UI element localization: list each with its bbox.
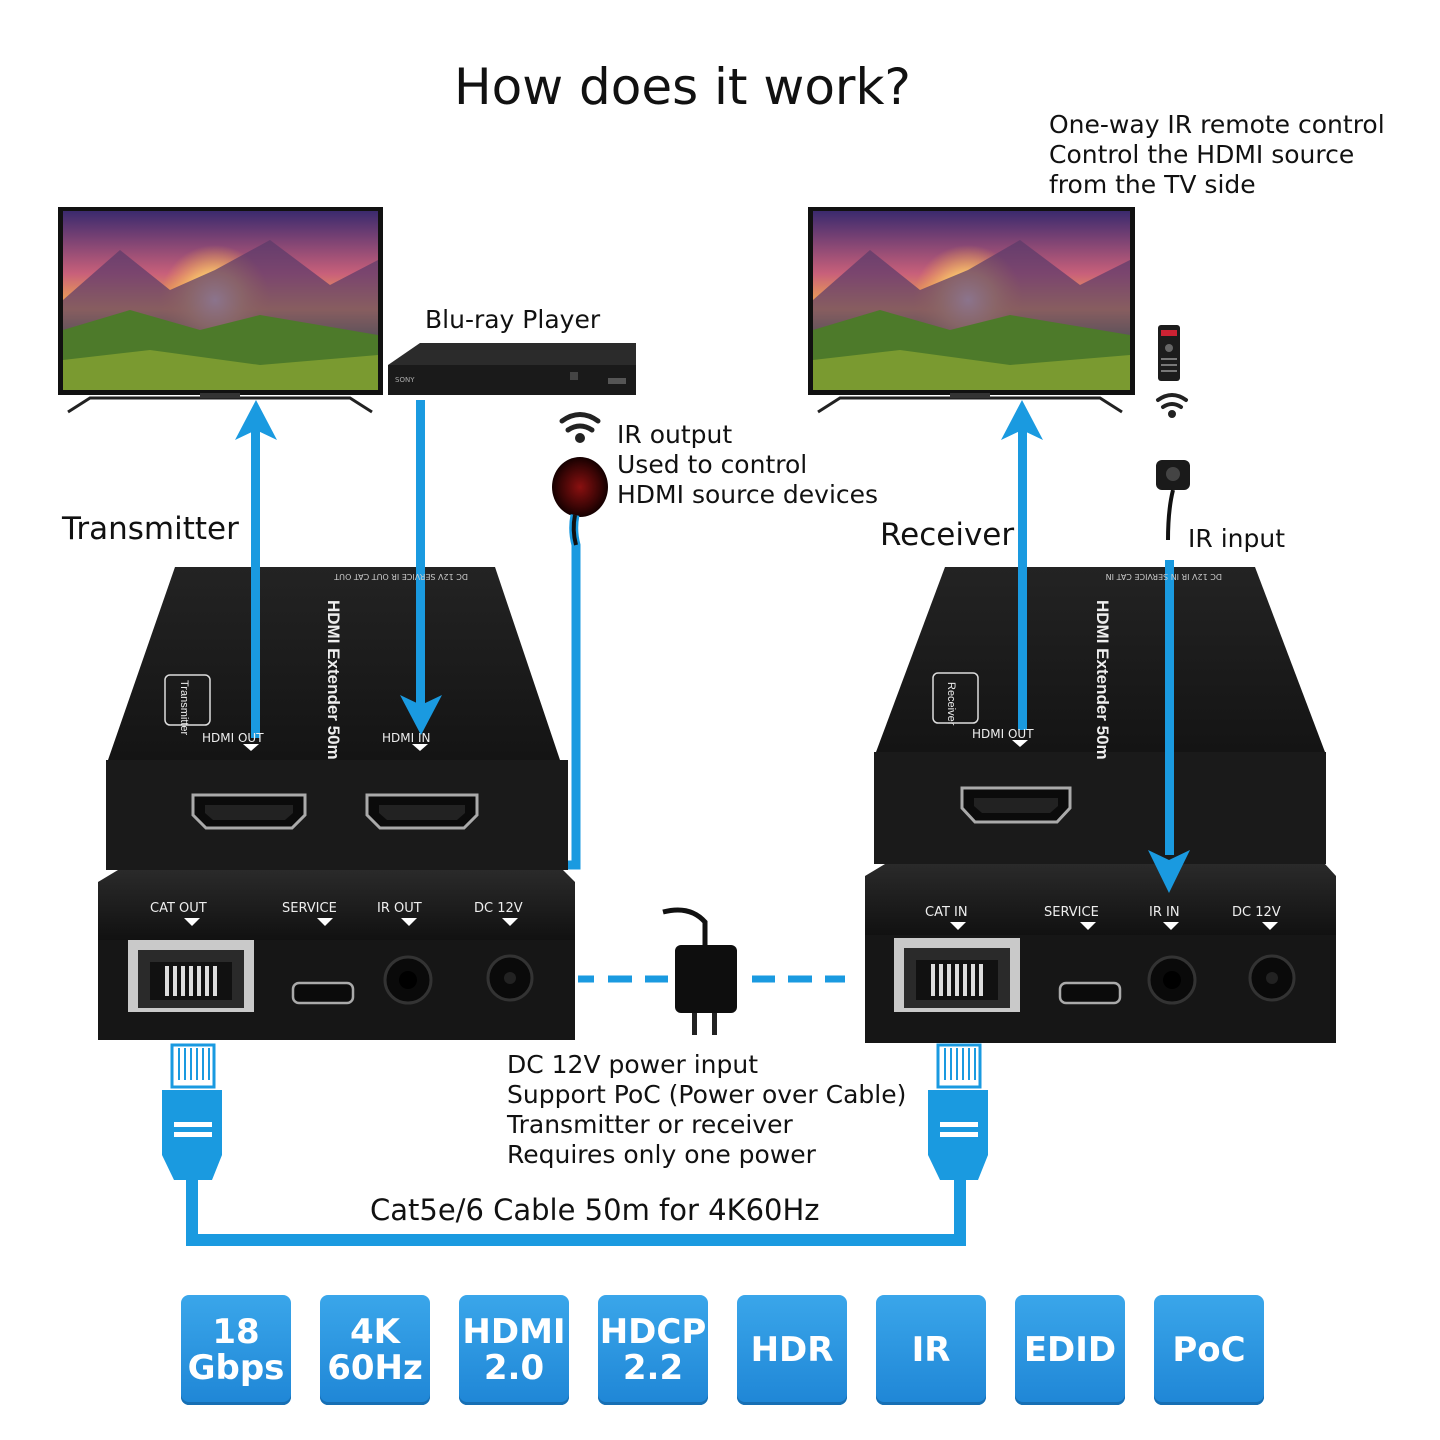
power-line-3: Transmitter or receiver <box>507 1110 793 1139</box>
badge-hdmi20-line2: 2.0 <box>483 1348 545 1388</box>
badge-edid: EDID <box>1015 1295 1125 1405</box>
ir-remote-caption: One-way IR remote control Control the HD… <box>1049 110 1385 200</box>
tx-port-ir-out: IR OUT <box>377 901 422 916</box>
page-title: How does it work? <box>454 58 911 116</box>
rj45-plug-icon-left <box>162 1043 222 1180</box>
tx-port-cat-out: CAT OUT <box>150 901 207 916</box>
tx-port-service: SERVICE <box>282 901 337 916</box>
badge-hdr-line1: HDR <box>750 1330 834 1370</box>
badge-hdmi20-line1: HDMI <box>462 1312 566 1352</box>
tv-left <box>58 207 383 414</box>
badge-hdcp22-line2: 2.2 <box>622 1348 684 1388</box>
transmitter-label: Transmitter <box>62 511 239 547</box>
badge-18gbps-line1: 18 <box>212 1312 260 1352</box>
badge-edid-line1: EDID <box>1023 1330 1117 1370</box>
tx-port-hdmi-in: HDMI IN <box>382 731 431 745</box>
remote-control-icon <box>1158 325 1180 381</box>
badge-4k60hz-line1: 4K <box>349 1312 400 1352</box>
ir-receiver-sensor-icon <box>1156 460 1190 541</box>
rx-tag-text: Receiver <box>945 682 957 726</box>
rx-port-dc: DC 12V <box>1232 905 1281 920</box>
cat-cable <box>186 1180 966 1246</box>
receiver-device <box>865 567 1336 1043</box>
power-adapter-icon <box>662 907 737 1035</box>
player-brand: SONY <box>395 376 415 384</box>
ir-output-caption: IR output Used to control HDMI source de… <box>617 420 878 510</box>
badge-poc: PoC <box>1154 1295 1264 1405</box>
rj45-plug-icon-right <box>928 1043 988 1180</box>
ir-output-line-2: Used to control <box>617 450 808 479</box>
tx-tag-text: Transmitter <box>178 680 190 736</box>
blu-ray-player: SONY <box>388 343 636 395</box>
ir-remote-line-3: from the TV side <box>1049 170 1256 199</box>
blu-ray-label: Blu-ray Player <box>425 305 601 334</box>
rx-model-text: HDMI Extender 50m <box>1093 600 1112 760</box>
rx-rear-label: DC 12V IR IN SERVICE CAT IN <box>1106 572 1222 581</box>
signal-arrows <box>235 400 1190 893</box>
badge-ir-line1: IR <box>911 1330 951 1370</box>
power-line-2: Support PoC (Power over Cable) <box>507 1080 907 1109</box>
tx-model-text: HDMI Extender 50m <box>324 600 343 760</box>
tx-rear-label: DC 12V SERVICE IR OUT CAT OUT <box>334 572 468 581</box>
cable-label: Cat5e/6 Cable 50m for 4K60Hz <box>370 1193 820 1227</box>
wireless-signal-icon-remote <box>1156 393 1188 418</box>
power-caption: DC 12V power input Support PoC (Power ov… <box>507 1050 906 1170</box>
ir-emitter-icon <box>403 457 608 895</box>
rx-port-hdmi-out: HDMI OUT <box>972 727 1034 741</box>
ir-output-line-3: HDMI source devices <box>617 480 879 509</box>
tv-right <box>808 207 1135 414</box>
ir-remote-line-1: One-way IR remote control <box>1049 110 1385 139</box>
ir-remote-line-2: Control the HDMI source <box>1049 140 1355 169</box>
power-line-1: DC 12V power input <box>507 1050 759 1079</box>
tx-port-dc: DC 12V <box>474 901 523 916</box>
badge-poc-line1: PoC <box>1172 1330 1246 1370</box>
rx-port-cat-in: CAT IN <box>925 905 968 920</box>
tx-port-hdmi-out: HDMI OUT <box>202 731 264 745</box>
power-line-4: Requires only one power <box>507 1140 816 1169</box>
ir-output-line-1: IR output <box>617 420 733 449</box>
rx-port-ir-in: IR IN <box>1149 905 1180 920</box>
ir-input-label: IR input <box>1188 524 1285 553</box>
receiver-label: Receiver <box>880 517 1015 553</box>
badge-ir: IR <box>876 1295 986 1405</box>
rx-port-service: SERVICE <box>1044 905 1099 920</box>
badge-hdcp22-line1: HDCP <box>599 1312 707 1352</box>
badge-4k60hz-line2: 60Hz <box>327 1348 423 1388</box>
wireless-signal-icon-ir-output <box>559 412 601 443</box>
badge-18gbps-line2: Gbps <box>187 1348 285 1388</box>
badge-hdr: HDR <box>737 1295 847 1405</box>
transmitter-device <box>98 567 575 1040</box>
